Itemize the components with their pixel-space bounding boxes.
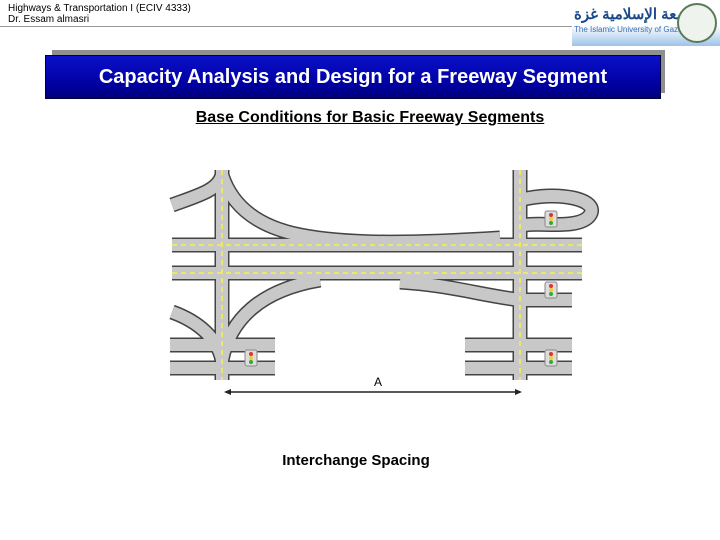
- logo-english: The Islamic University of Gaza: [574, 25, 683, 34]
- header-text: Highways & Transportation I (ECIV 4333) …: [8, 3, 191, 25]
- dimension-label: A: [374, 375, 382, 389]
- traffic-light-icon: [544, 349, 558, 367]
- seal-icon: [677, 3, 717, 43]
- traffic-light-icon: [544, 281, 558, 299]
- logo-arabic: الجامعة الإسلامية غزة: [574, 6, 708, 23]
- figure-caption: Interchange Spacing: [282, 452, 430, 469]
- slide-title: Capacity Analysis and Design for a Freew…: [45, 55, 661, 99]
- slide-subtitle: Base Conditions for Basic Freeway Segmen…: [195, 109, 545, 126]
- author: Dr. Essam almasri: [8, 14, 90, 25]
- dimension-arrow: [224, 389, 522, 395]
- course-title: Highways & Transportation I (ECIV 4333): [8, 3, 191, 14]
- university-logo: الجامعة الإسلامية غزة The Islamic Univer…: [572, 0, 720, 46]
- traffic-light-icon: [244, 349, 258, 367]
- traffic-light-icon: [544, 210, 558, 228]
- header-divider: [0, 26, 572, 27]
